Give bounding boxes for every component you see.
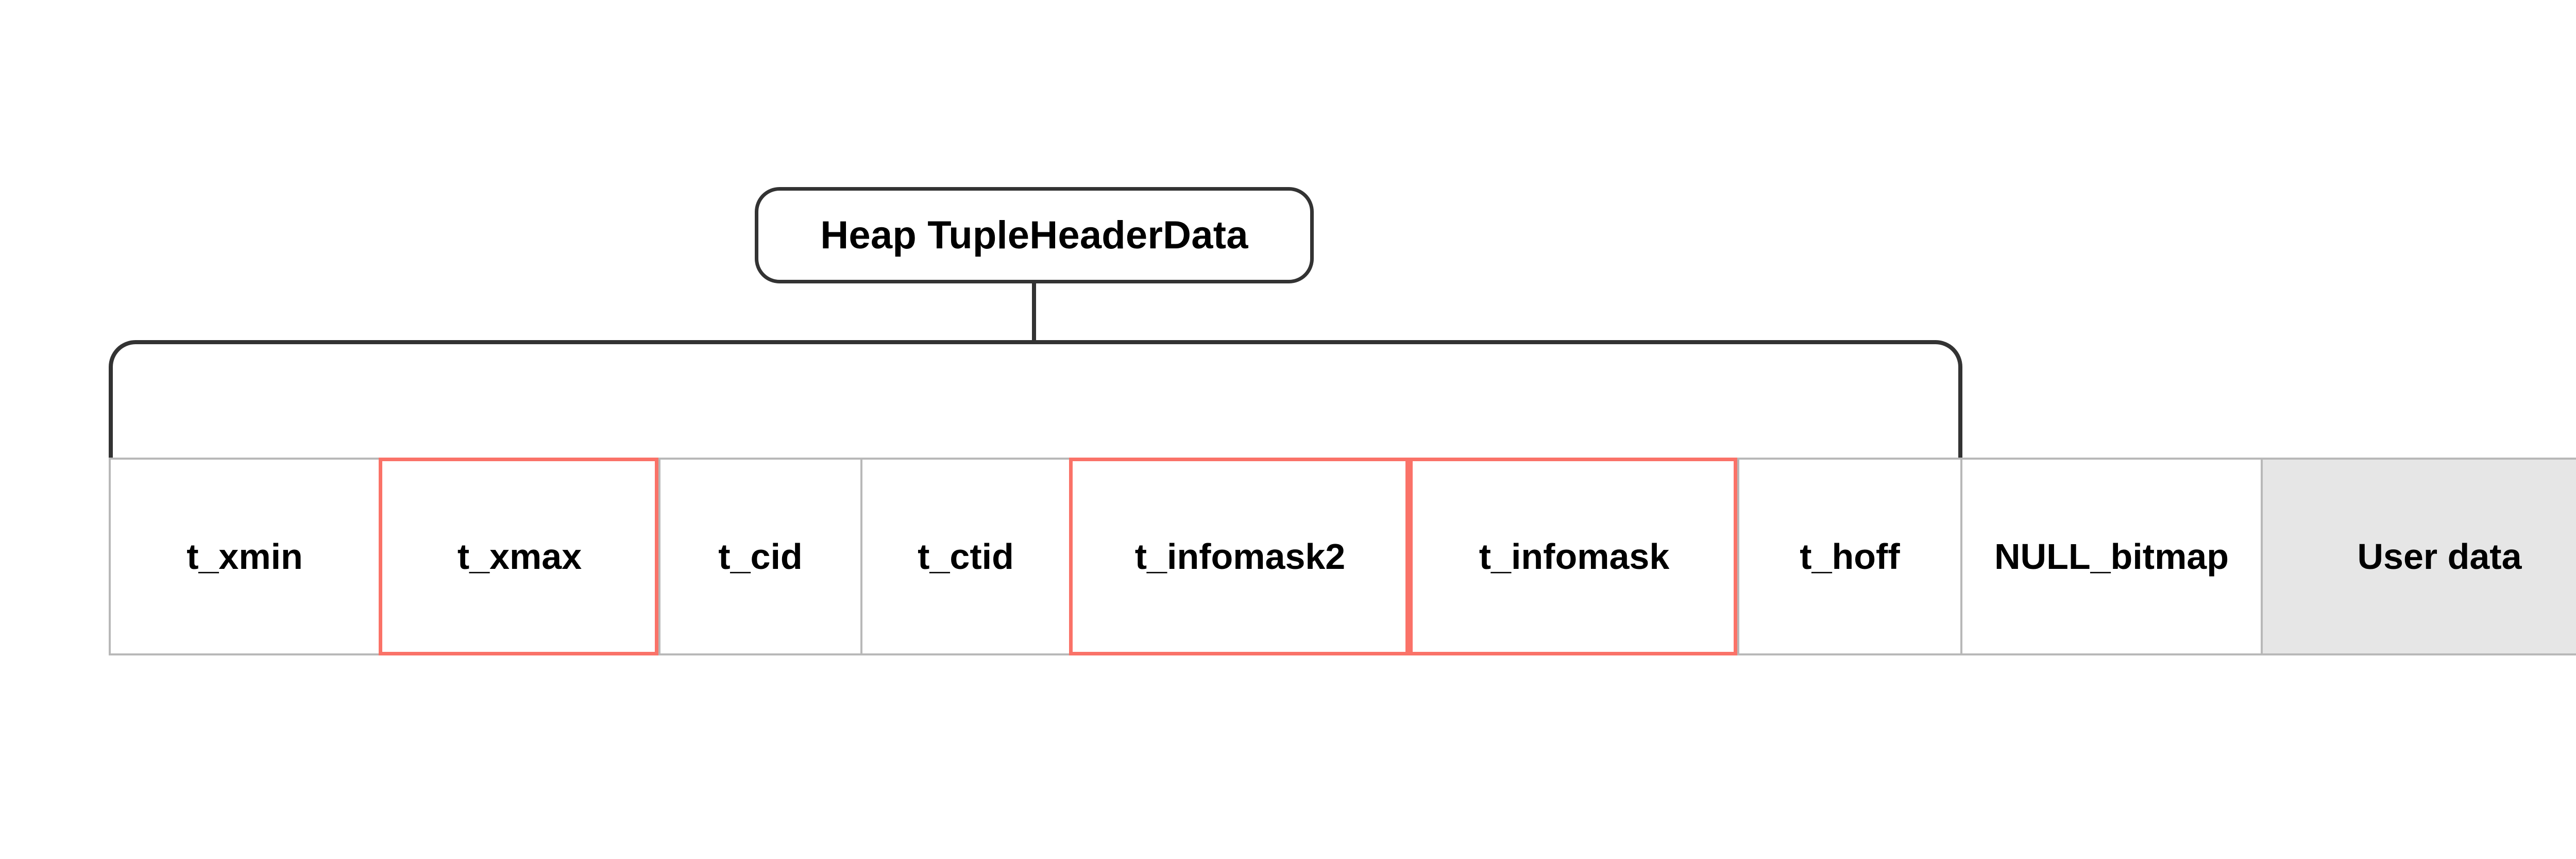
field-cell: t_infomask xyxy=(1409,458,1737,655)
field-cell: t_xmin xyxy=(109,458,379,655)
field-cell-label: t_cid xyxy=(718,536,803,577)
field-cell: NULL_bitmap xyxy=(1960,458,2261,655)
connector-stem xyxy=(1032,282,1036,344)
field-cell-label: NULL_bitmap xyxy=(1994,536,2229,577)
field-cell-label: t_infomask xyxy=(1479,536,1670,577)
field-cell-label: User data xyxy=(2357,536,2522,577)
field-cell-label: t_hoff xyxy=(1800,536,1900,577)
field-cell: t_infomask2 xyxy=(1069,458,1409,655)
heap-tuple-header-label-text: Heap TupleHeaderData xyxy=(820,213,1248,257)
field-cell: User data xyxy=(2261,458,2576,655)
tuple-field-strip: t_xmin t_xmax t_cid t_ctid t_infomask2 t_info… xyxy=(109,458,2576,655)
header-span-bracket xyxy=(109,340,1962,460)
field-cell-label: t_ctid xyxy=(918,536,1014,577)
field-cell: t_ctid xyxy=(860,458,1069,655)
field-cell: t_xmax xyxy=(379,458,658,655)
field-cell-label: t_xmin xyxy=(187,536,303,577)
field-cell-label: t_infomask2 xyxy=(1134,536,1346,577)
field-cell: t_hoff xyxy=(1737,458,1960,655)
field-cell-label: t_xmax xyxy=(457,536,582,577)
field-cell: t_cid xyxy=(658,458,860,655)
heap-tuple-header-label-box: Heap TupleHeaderData xyxy=(755,187,1314,283)
